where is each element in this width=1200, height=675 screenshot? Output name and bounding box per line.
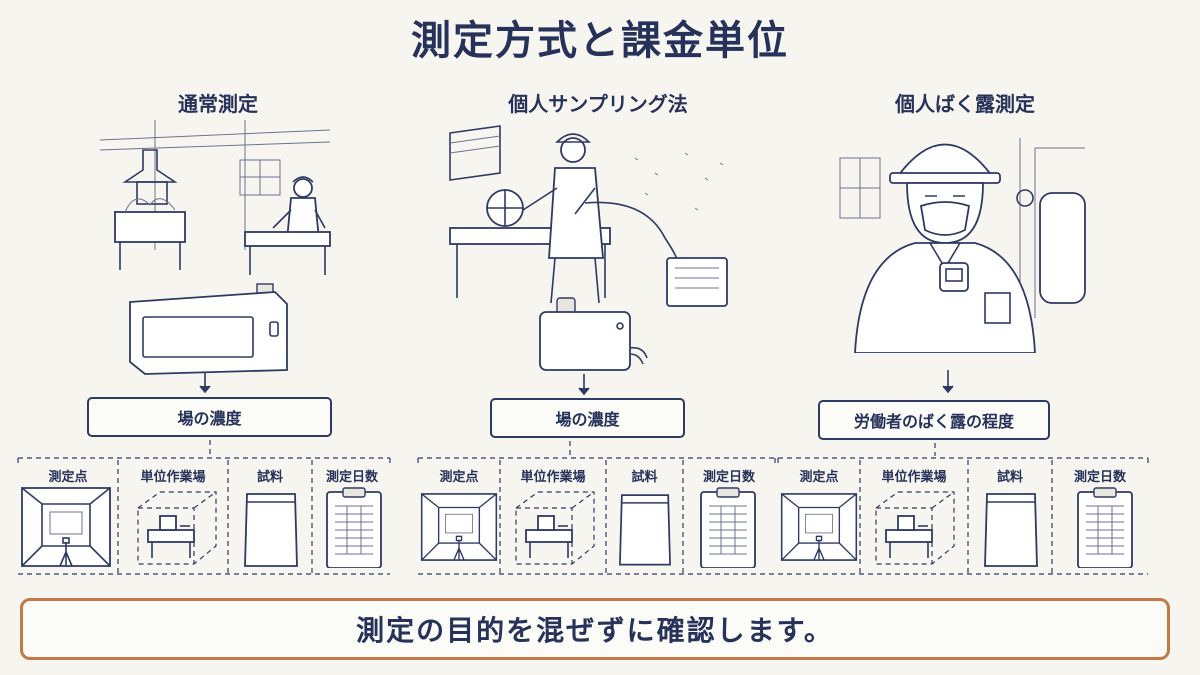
cell-label-work-unit: 単位作業場 [140,470,206,485]
workstation-icon [515,491,595,565]
room-tripod-icon [420,493,498,561]
cell-label-measurement-days: 測定日数 [702,470,755,485]
arrow-down-icon [578,374,590,396]
cell-label-measurement-days: 測定日数 [1073,470,1126,485]
sample-bag-icon [619,494,671,566]
footer-text: 測定の目的を混ぜずに確認します。 [356,614,834,647]
cell-label-sample: 試料 [631,470,658,485]
personal-sampler-icon [535,296,655,376]
workstation-icon [875,491,955,565]
clipboard-icon [700,487,756,568]
room-tripod-icon [21,487,111,567]
area-sampler-icon [125,282,295,377]
cell-label-measurement-point: 測定点 [799,470,839,485]
factory-worker-icon [95,120,335,280]
footer-message: 測定の目的を混ぜずに確認します。 [20,598,1170,660]
cell-label-measurement-point: 測定点 [48,470,88,485]
sample-bag-icon [244,493,298,567]
result-box-personal-sampling: 場の濃度 [490,398,685,438]
worker-grinding-icon [445,118,735,308]
arrow-down-icon [199,372,211,394]
sample-bag-icon [984,493,1038,567]
result-box-personal-exposure: 労働者のばく露の程度 [818,400,1050,440]
room-tripod-icon [780,493,858,561]
clipboard-icon [1077,487,1133,568]
cell-label-sample: 試料 [256,470,283,485]
column-title-standard: 通常測定 [178,92,258,116]
column-title-personal-exposure: 個人ばく露測定 [895,92,1035,116]
result-box-standard: 場の濃度 [87,397,332,437]
column-title-personal-sampling: 個人サンプリング法 [508,92,688,116]
arrow-down-icon [942,370,954,394]
cell-label-work-unit: 単位作業場 [881,470,947,485]
cell-label-measurement-days: 測定日数 [325,470,378,485]
page-title: 測定方式と課金単位 [411,18,789,64]
cell-label-sample: 試料 [996,470,1023,485]
clipboard-icon [326,487,382,568]
cell-label-measurement-point: 測定点 [439,470,479,485]
workstation-icon [137,491,217,565]
cell-grid [17,440,1149,575]
cell-label-work-unit: 単位作業場 [520,470,586,485]
masked-worker-icon [835,118,1095,353]
